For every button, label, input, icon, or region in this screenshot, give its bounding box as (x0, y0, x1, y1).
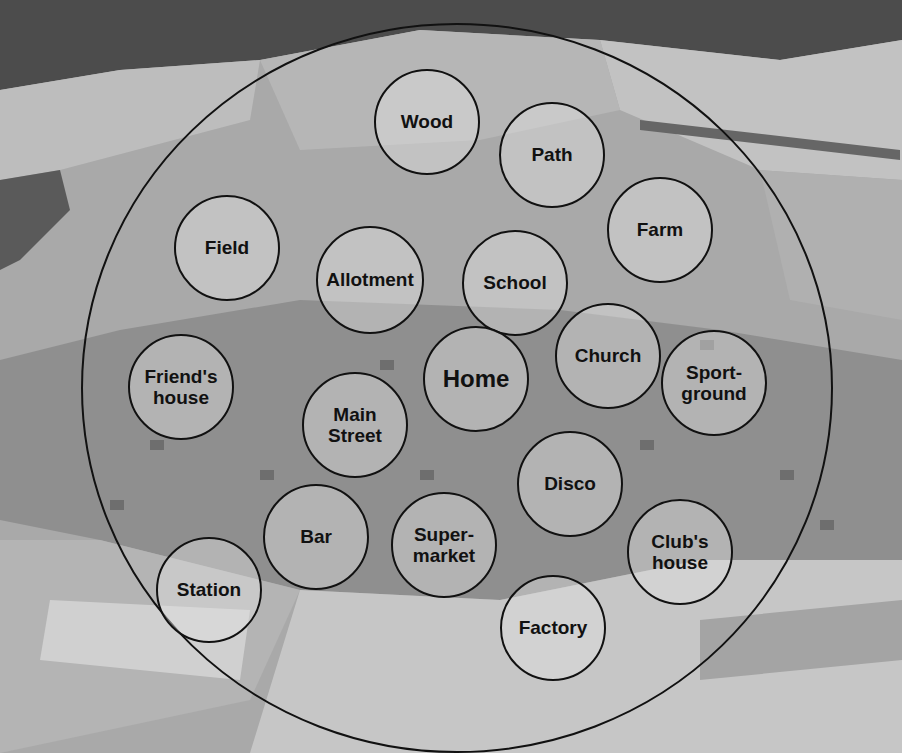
circle-shape (375, 70, 479, 174)
label-holder: Farm (637, 219, 683, 240)
place-label: Disco (544, 473, 596, 494)
circle-shape (157, 538, 261, 642)
circle-shape (129, 335, 233, 439)
label-holder: Allotment (326, 269, 414, 290)
place-circle: Friend's house (128, 334, 234, 440)
field-strip (760, 170, 902, 320)
label-holder: School (483, 272, 546, 293)
label-holder: Station (177, 579, 241, 600)
label-holder: Wood (401, 111, 453, 132)
place-label: Club's house (638, 531, 722, 574)
place-circle: Station (156, 537, 262, 643)
label-holder: Factory (519, 617, 588, 638)
field-strip (0, 60, 260, 180)
place-label: Allotment (326, 269, 414, 290)
place-circle: Super- market (391, 492, 497, 598)
house (260, 470, 274, 480)
label-holder: Field (205, 237, 249, 258)
hedge (640, 120, 900, 160)
place-circle: Sport- ground (661, 330, 767, 436)
house (420, 470, 434, 480)
place-circle: School (462, 230, 568, 336)
house (820, 520, 834, 530)
circle-shape (501, 576, 605, 680)
label-holder: Bar (300, 526, 332, 547)
label-holder: Sport- ground (678, 362, 750, 405)
field-strip (250, 560, 902, 753)
label-holder: Club's house (638, 531, 722, 574)
place-label: Field (205, 237, 249, 258)
circle-shape (303, 373, 407, 477)
circle-shape (608, 178, 712, 282)
place-circle: Church (555, 303, 661, 409)
circle-shape (500, 103, 604, 207)
place-label: Church (575, 345, 642, 366)
circle-shape (463, 231, 567, 335)
circle-shape (392, 493, 496, 597)
label-holder: Home (443, 366, 510, 393)
label-holder: Path (531, 144, 572, 165)
place-circle: Field (174, 195, 280, 301)
place-label: School (483, 272, 546, 293)
label-holder: Super- market (402, 524, 486, 567)
place-label: Friend's house (139, 366, 223, 409)
house (640, 440, 654, 450)
place-circle: Path (499, 102, 605, 208)
place-label: Home (443, 366, 510, 393)
field-strip (700, 600, 902, 680)
house (780, 470, 794, 480)
circle-shape (518, 432, 622, 536)
place-label: Super- market (402, 524, 486, 567)
circle-shape (424, 327, 528, 431)
circle-shape (662, 331, 766, 435)
place-circle: Club's house (627, 499, 733, 605)
house (110, 500, 124, 510)
place-label: Factory (519, 617, 588, 638)
label-holder: Church (575, 345, 642, 366)
place-circle: Main Street (302, 372, 408, 478)
forest-patch (0, 170, 70, 270)
place-label: Bar (300, 526, 332, 547)
circle-shape (628, 500, 732, 604)
place-circle: Farm (607, 177, 713, 283)
house (380, 360, 394, 370)
place-circle: Factory (500, 575, 606, 681)
field-strip (600, 40, 902, 180)
place-circle: Disco (517, 431, 623, 537)
circle-shape (175, 196, 279, 300)
region-circle (82, 24, 832, 752)
place-label: Wood (401, 111, 453, 132)
house (150, 440, 164, 450)
label-holder: Disco (544, 473, 596, 494)
place-label: Main Street (314, 404, 396, 447)
label-holder: Main Street (314, 404, 396, 447)
place-label: Station (177, 579, 241, 600)
place-label: Sport- ground (678, 362, 750, 405)
place-circle: Home (423, 326, 529, 432)
place-circle: Bar (263, 484, 369, 590)
place-label: Farm (637, 219, 683, 240)
place-label: Path (531, 144, 572, 165)
label-holder: Friend's house (139, 366, 223, 409)
circle-shape (317, 227, 423, 333)
circle-shape (556, 304, 660, 408)
place-circle: Allotment (316, 226, 424, 334)
circle-shape (264, 485, 368, 589)
place-circle: Wood (374, 69, 480, 175)
